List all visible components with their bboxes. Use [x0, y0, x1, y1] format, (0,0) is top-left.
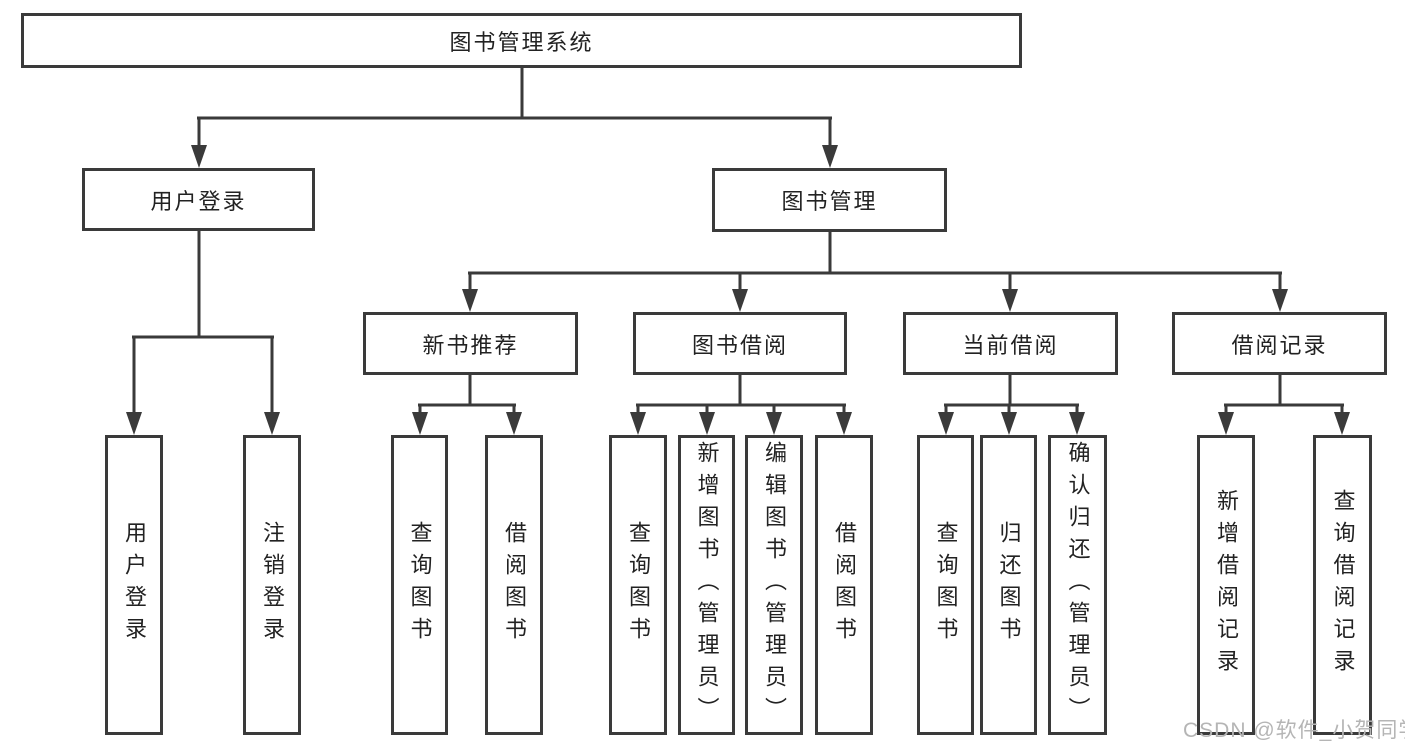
- leaf-label: 注销登录: [260, 521, 285, 649]
- leaf-confirm-return-admin: 确认归还（管理员）: [1048, 435, 1107, 735]
- leaf-label: 查询图书: [407, 521, 433, 649]
- leaf-label: 借阅图书: [502, 521, 527, 649]
- node-book-borrowing: 图书借阅: [633, 312, 847, 375]
- node-new-book-recommendation: 新书推荐: [363, 312, 578, 375]
- leaf-query-borrow-record: 查询借阅记录: [1313, 435, 1372, 735]
- leaf-user-login: 用户登录: [105, 435, 163, 735]
- leaf-query-books-borrow: 查询图书: [609, 435, 667, 735]
- leaf-add-borrow-record: 新增借阅记录: [1197, 435, 1255, 735]
- leaf-logout: 注销登录: [243, 435, 301, 735]
- leaf-edit-book-admin: 编辑图书（管理员）: [745, 435, 803, 735]
- node-book-management: 图书管理: [712, 168, 947, 232]
- leaf-query-books-recommend: 查询图书: [391, 435, 448, 735]
- node-current-borrowing: 当前借阅: [903, 312, 1118, 375]
- leaf-label: 查询图书: [626, 521, 651, 649]
- leaf-borrow-books: 借阅图书: [815, 435, 873, 735]
- leaf-label: 归还图书: [996, 521, 1022, 649]
- leaf-label: 查询图书: [933, 521, 959, 649]
- leaf-label: 新增图书（管理员）: [694, 441, 720, 729]
- leaf-return-books: 归还图书: [980, 435, 1037, 735]
- node-user-login: 用户登录: [82, 168, 315, 231]
- leaf-label: 借阅图书: [832, 521, 857, 649]
- csdn-watermark: CSDN @软件_小贺同学: [1183, 719, 1405, 742]
- leaf-label: 查询借阅记录: [1330, 489, 1356, 681]
- leaf-label: 用户登录: [122, 521, 147, 649]
- node-borrowing-records: 借阅记录: [1172, 312, 1387, 375]
- node-library-management-system: 图书管理系统: [21, 13, 1022, 68]
- leaf-label: 确认归还（管理员）: [1065, 441, 1091, 729]
- leaf-add-book-admin: 新增图书（管理员）: [678, 435, 735, 735]
- leaf-label: 编辑图书（管理员）: [762, 441, 787, 729]
- leaf-label: 新增借阅记录: [1214, 489, 1239, 681]
- leaf-query-books-current: 查询图书: [917, 435, 974, 735]
- leaf-borrow-books-recommend: 借阅图书: [485, 435, 543, 735]
